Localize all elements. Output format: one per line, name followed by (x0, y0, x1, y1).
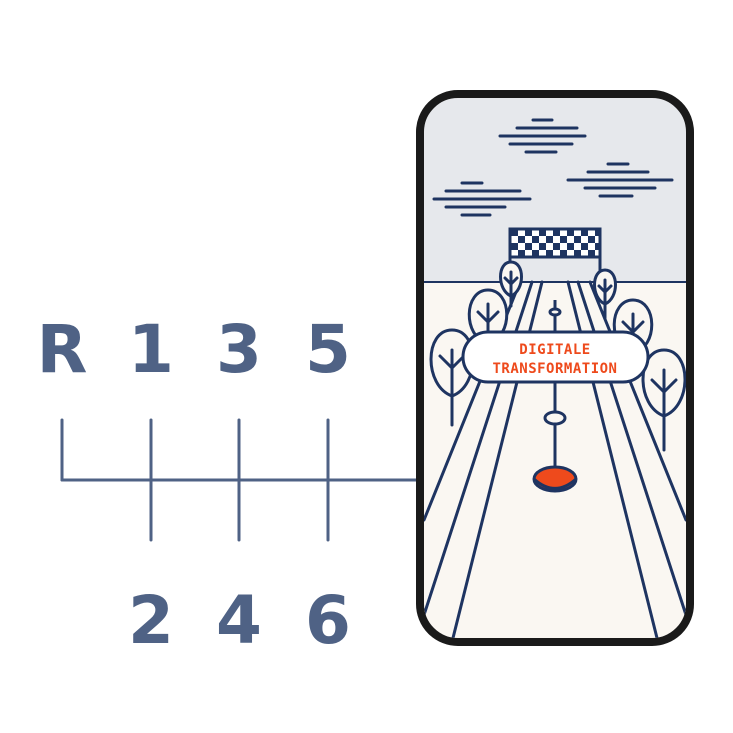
tree-icon (593, 268, 617, 320)
gear-knob-icon (532, 465, 578, 493)
gear-label-1: 1 (128, 311, 174, 388)
gear-label-5: 5 (305, 311, 351, 388)
phone-frame-icon (416, 90, 694, 646)
cloud-lines-icon (498, 118, 587, 154)
sign-line-1: DIGITALE (519, 342, 590, 358)
gear-label-r: R (37, 311, 88, 388)
tree-icon (641, 348, 686, 452)
tree-icon (499, 260, 523, 308)
sign-line-2: TRANSFORMATION (492, 361, 617, 377)
digital-transformation-sign: DIGITALE TRANSFORMATION (461, 330, 650, 384)
gear-label-6: 6 (305, 582, 351, 659)
gear-label-2: 2 (128, 582, 174, 659)
gear-label-3: 3 (216, 311, 262, 388)
gear-label-4: 4 (216, 582, 262, 659)
cloud-lines-icon (432, 181, 532, 217)
cloud-lines-icon (566, 162, 674, 198)
phone-screen: DIGITALE TRANSFORMATION (424, 98, 686, 638)
